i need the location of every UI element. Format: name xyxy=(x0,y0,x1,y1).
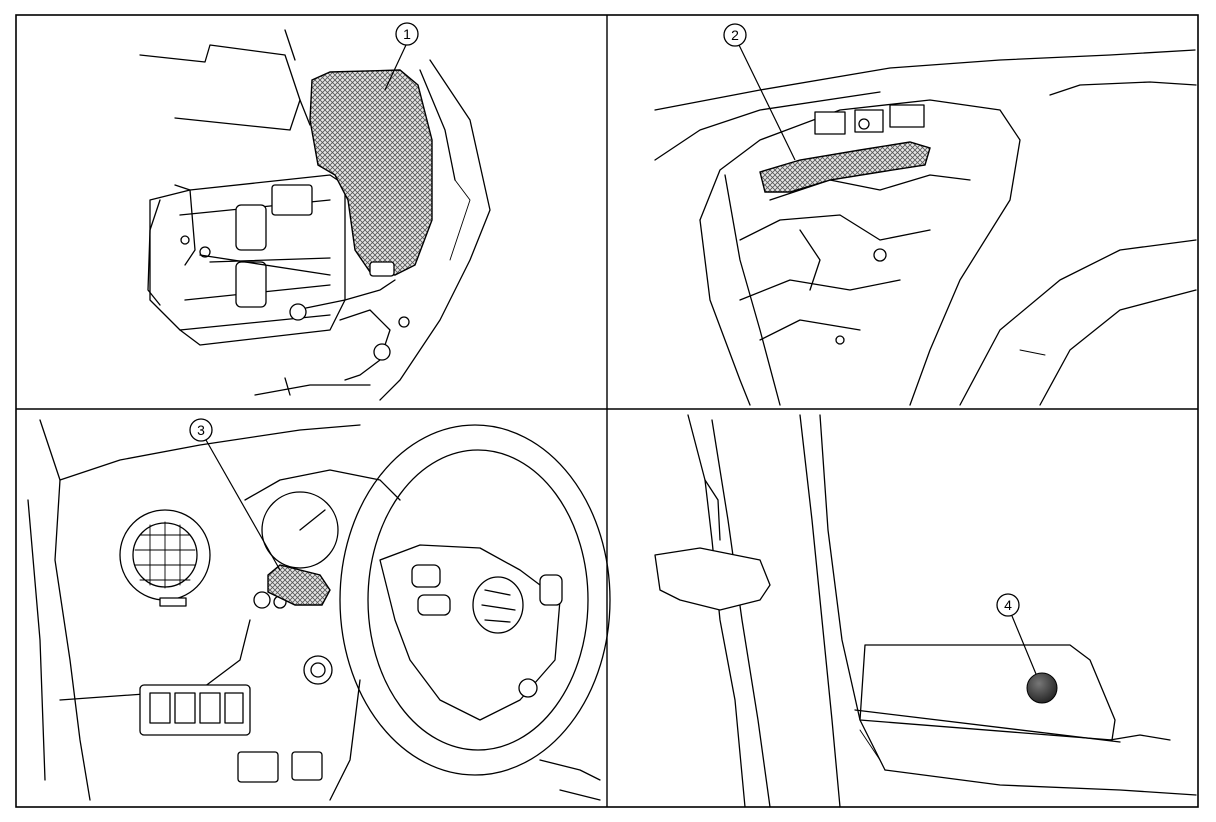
callout-1-leader xyxy=(384,44,407,91)
callout-3-number: 3 xyxy=(197,422,205,438)
callout-2-number: 2 xyxy=(731,27,739,43)
callout-2-leader xyxy=(738,44,796,161)
panel-steering-column xyxy=(27,419,611,801)
panel-dash-connector xyxy=(654,49,1197,406)
callout-3: 3 xyxy=(189,418,213,442)
callout-4-number: 4 xyxy=(1004,597,1012,613)
hatched-cover-1 xyxy=(309,69,433,276)
callout-4-leader xyxy=(1011,615,1037,675)
hatched-switch-3 xyxy=(267,564,331,606)
callout-3-leader xyxy=(205,439,281,571)
panel-lower-pillar xyxy=(654,414,1197,808)
callout-2: 2 xyxy=(723,23,747,47)
callout-1-number: 1 xyxy=(403,26,411,42)
hatched-connector-2 xyxy=(759,141,931,193)
panel-engine-compartment xyxy=(139,29,491,401)
callout-4: 4 xyxy=(996,593,1020,617)
dark-round-part-4 xyxy=(1026,672,1058,704)
callout-1: 1 xyxy=(395,22,419,46)
